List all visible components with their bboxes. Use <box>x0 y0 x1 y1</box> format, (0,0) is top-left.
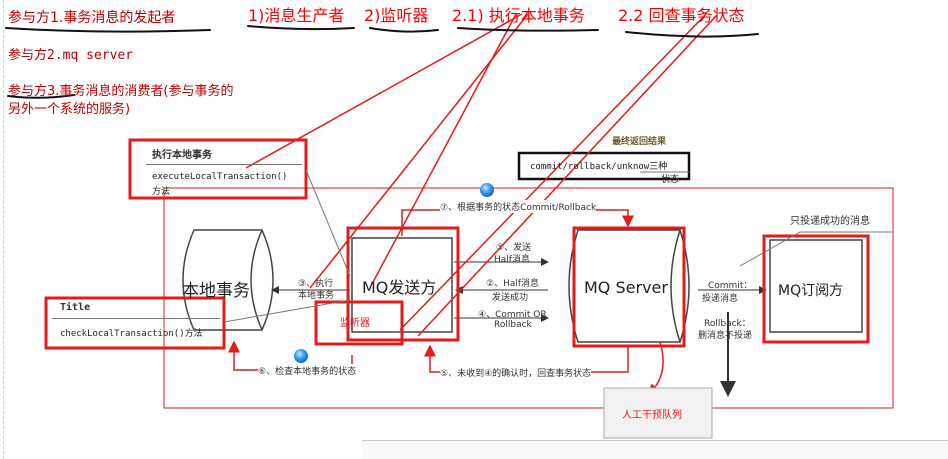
edge-3a: ③、执行 <box>298 279 334 289</box>
heading-listener: 2)监听器 <box>364 6 429 25</box>
final-result-suffix: 状态 <box>661 175 680 185</box>
only-success-label: 只投递成功的消息 <box>790 216 870 227</box>
participant-2: 参与方2.mq server <box>8 48 134 63</box>
heading-check-tx: 2.2 回查事务状态 <box>618 6 745 25</box>
check-callout-divider <box>52 318 220 319</box>
bottom-scroll-strip[interactable] <box>362 440 948 459</box>
participant-3-line2: 另外一个系统的服务) <box>8 102 131 117</box>
mq-server-cylinder <box>568 229 690 343</box>
listener-frame <box>314 300 404 346</box>
edge-6: ⑥、检查本地事务的状态 <box>258 364 357 377</box>
participant-1: 参与方1.事务消息的发起者 <box>8 10 176 26</box>
check-callout-method: checkLocalTransaction()方法 <box>60 329 203 339</box>
manual-queue-label: 人工干预队列 <box>622 410 682 421</box>
exec-callout-frame <box>128 138 308 200</box>
subscriber-shape <box>769 239 863 333</box>
subscriber-frame <box>762 234 870 344</box>
edge-4b: Rollback <box>494 320 532 330</box>
blue-dot-top <box>480 183 494 197</box>
local-tx-cylinder <box>182 229 274 331</box>
commit-b: 投递消息 <box>702 294 739 304</box>
final-result-value: commit/rollback/unknow三种 <box>530 162 668 172</box>
check-callout-title: Title <box>60 302 91 313</box>
final-result-title: 最终返回结果 <box>612 137 667 147</box>
edge-5: ⑤、未收到④的确认时，回查事务状态 <box>440 366 592 379</box>
participant-3-line1: 参与方3.事务消息的消费者(参与事务的 <box>8 84 234 99</box>
check-callout-frame <box>44 296 226 350</box>
exec-callout-suffix: 方法 <box>152 187 171 197</box>
edge-2a: ②、Half消息 <box>486 279 540 289</box>
exec-callout-title: 执行本地事务 <box>152 150 212 161</box>
edge-1a: ①、发送 <box>496 243 532 253</box>
edge-7: ⑦、根据事务的状态Commit/Rollback <box>440 200 597 213</box>
mq-server-frame <box>572 226 686 348</box>
rollback-a: Rollback： <box>704 319 751 329</box>
final-result-frame <box>517 151 691 181</box>
heading-exec-local-tx: 2.1) 执行本地事务 <box>452 6 585 25</box>
edge-4a: ④、Commit OR <box>478 310 547 320</box>
rollback-b: 删消息不投递 <box>698 331 753 341</box>
blue-dot-bottom <box>294 349 308 363</box>
commit-a: Commit： <box>708 281 753 291</box>
exec-callout-method: executeLocalTransaction() <box>152 172 288 182</box>
node-local-tx: 本地事务 <box>182 281 250 301</box>
node-subscriber: MQ订阅方 <box>778 283 844 299</box>
node-listener: 监听器 <box>340 318 370 329</box>
edge-2b: 发送成功 <box>492 293 529 303</box>
heading-producer: 1)消息生产者 <box>248 6 345 25</box>
node-mq-sender: MQ发送方 <box>362 278 437 297</box>
edge-1b: Half消息 <box>494 255 530 265</box>
left-editor-gutter <box>0 0 4 459</box>
edge-3b: 本地事务 <box>298 291 335 301</box>
exec-callout-divider <box>146 164 302 165</box>
node-mq-server: MQ Server <box>584 278 668 297</box>
